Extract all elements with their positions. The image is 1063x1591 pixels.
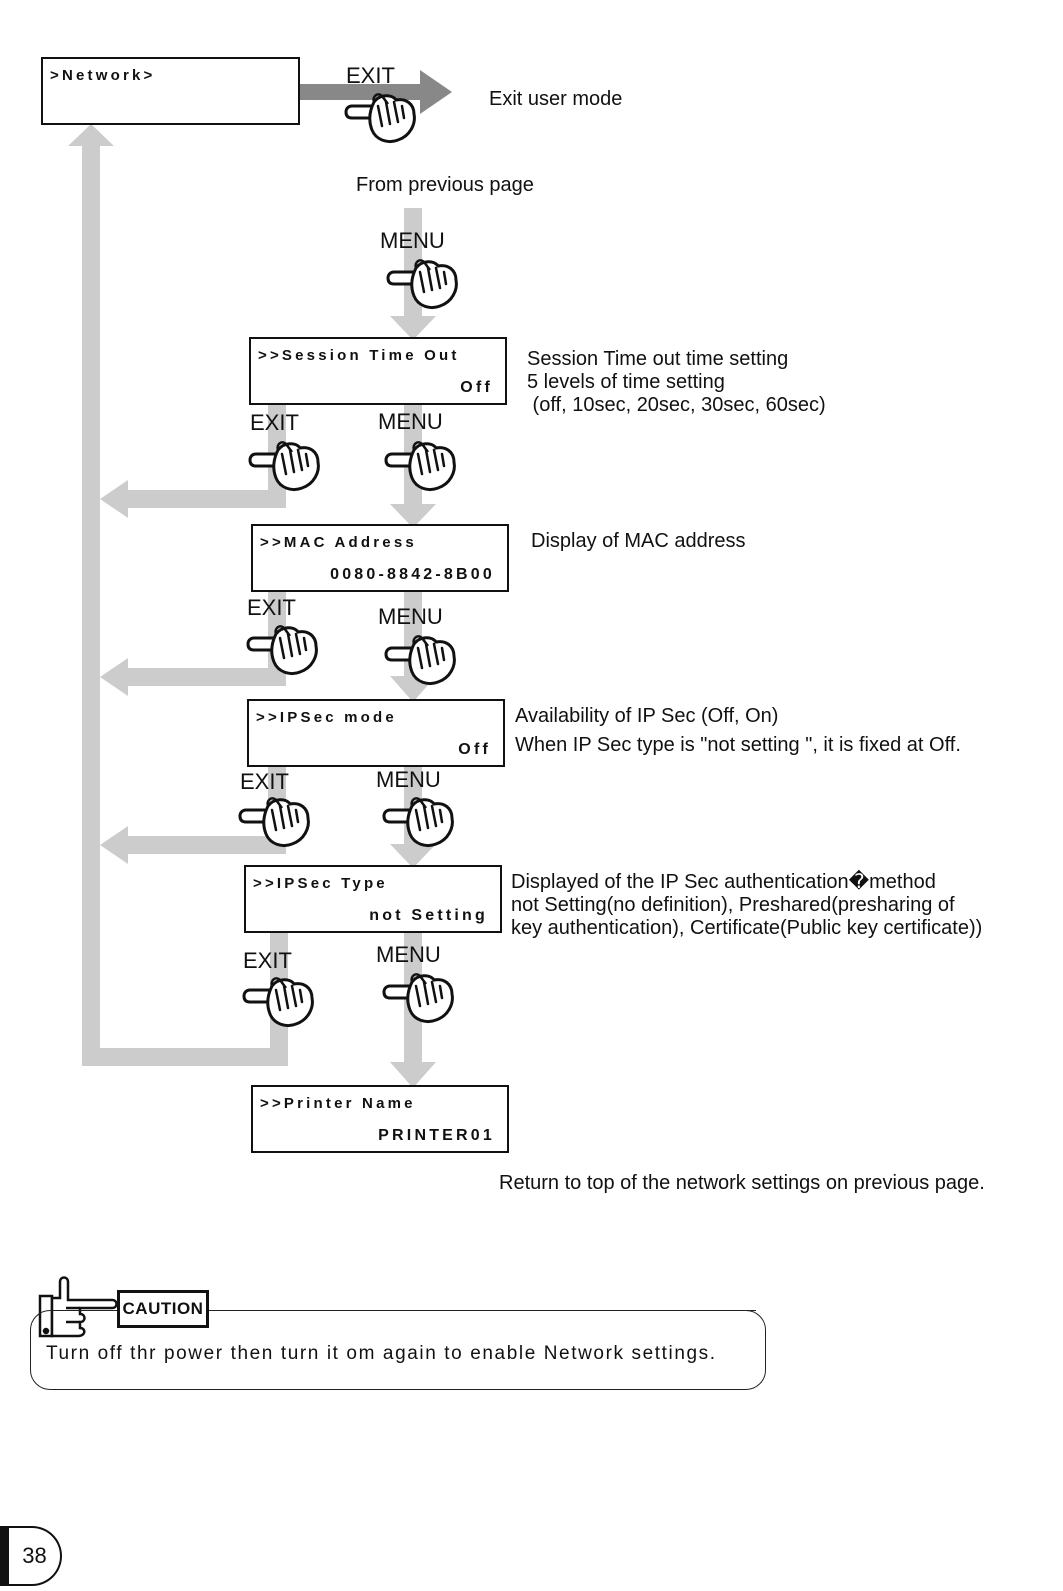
caution-badge: CAUTION [117, 1290, 209, 1328]
ipsec-mode-screen: >>IPSec mode Off [247, 699, 505, 767]
hand-press-icon [248, 440, 320, 492]
screen-line-2: PRINTER01 [378, 1127, 495, 1144]
ipsec-type-screen: >>IPSec Type not Setting [244, 865, 502, 933]
network-screen: >Network> [41, 57, 300, 125]
exit-user-mode-note: Exit user mode [489, 88, 623, 110]
screen-line-1: >>IPSec Type [253, 875, 388, 892]
description-line: not Setting(no definition), Preshared(pr… [511, 894, 955, 916]
screen-line-1: >>Printer Name [260, 1095, 416, 1112]
return-to-top-note: Return to top of the network settings on… [499, 1172, 985, 1194]
screen-line-1: >>Session Time Out [258, 347, 460, 364]
description-line: Displayed of the IP Sec authentication�m… [511, 871, 936, 893]
mac-address-description: Display of MAC address [531, 530, 746, 552]
page-number: 38 [0, 1526, 62, 1586]
caution-divider [216, 1310, 756, 1311]
screen-line-1: >>MAC Address [260, 534, 417, 551]
menu-button-label: MENU [380, 228, 445, 253]
screen-line-1: >>IPSec mode [256, 709, 397, 726]
screen-line-2: 0080-8842-8B00 [330, 566, 495, 583]
ipsec-type-description: Displayed of the IP Sec authentication�m… [511, 871, 982, 940]
exit-button-label: EXIT [240, 769, 289, 794]
hand-press-icon [344, 92, 416, 144]
exit-button-label: EXIT [247, 595, 296, 620]
menu-button-label: MENU [376, 942, 441, 967]
mac-address-screen: >>MAC Address 0080-8842-8B00 [251, 524, 509, 592]
menu-button-label: MENU [376, 767, 441, 792]
exit-button-label: EXIT [346, 63, 395, 88]
description-line: Session Time out time setting [527, 348, 789, 370]
screen-line-2: Off [460, 379, 493, 396]
hand-press-icon [384, 440, 456, 492]
description-line: Availability of IP Sec (Off, On) [515, 705, 779, 727]
hand-press-icon [382, 796, 454, 848]
hand-press-icon [246, 624, 318, 676]
printer-name-screen: >>Printer Name PRINTER01 [251, 1085, 509, 1153]
description-line: key authentication), Certificate(Public … [511, 917, 983, 939]
caution-text: Turn off thr power then turn it om again… [46, 1343, 717, 1364]
description-line: When IP Sec type is "not setting ", it i… [515, 734, 961, 756]
hand-press-icon [242, 976, 314, 1028]
screen-line-2: not Setting [369, 907, 488, 924]
description-line: (off, 10sec, 20sec, 30sec, 60sec) [527, 394, 826, 416]
hand-press-icon [386, 258, 458, 310]
from-previous-page-note: From previous page [356, 174, 534, 196]
description-line: 5 levels of time setting [527, 371, 725, 393]
exit-button-label: EXIT [250, 410, 299, 435]
screen-line-1: >Network> [50, 67, 156, 84]
menu-button-label: MENU [378, 409, 443, 434]
session-time-out-description: Session Time out time setting 5 levels o… [527, 348, 826, 417]
hand-press-icon [382, 972, 454, 1024]
ipsec-mode-description: Availability of IP Sec (Off, On) When IP… [515, 702, 961, 760]
screen-line-2: Off [458, 741, 491, 758]
menu-button-label: MENU [378, 604, 443, 629]
session-time-out-screen: >>Session Time Out Off [249, 337, 507, 405]
exit-button-label: EXIT [243, 948, 292, 973]
return-to-network-arrow [68, 124, 288, 1066]
